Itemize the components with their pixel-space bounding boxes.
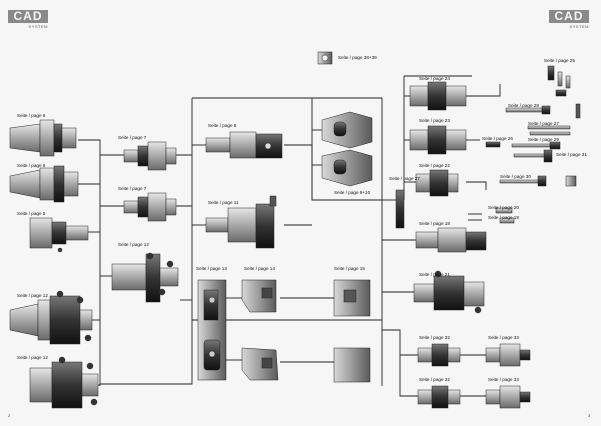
- label-page28: Seite / page 28: [508, 103, 539, 108]
- holder-page18: [415, 227, 487, 253]
- label-page20: Seite / page 20: [488, 205, 519, 210]
- block-page15b: [333, 347, 371, 383]
- label-page33b: Seite / page 33: [488, 377, 519, 382]
- label-page32a: Seite / page 32: [419, 335, 450, 340]
- boring-bars-far-right: [485, 65, 581, 224]
- label-page25: Seite / page 25: [544, 58, 575, 63]
- taper-holder-page6a: [9, 119, 77, 157]
- boring-head-page11: [205, 195, 277, 249]
- label-page14: Seite / page 14: [244, 266, 275, 271]
- label-page15: Seite / page 15: [334, 266, 365, 271]
- label-page27b: Seite / page 27: [528, 121, 559, 126]
- logo-left-mark: CAD: [8, 10, 48, 23]
- head-page9b: [321, 149, 373, 187]
- logo-right-sub: SYSTEM: [569, 24, 589, 29]
- label-page22: Seite / page 22: [419, 163, 450, 168]
- label-page38-39: Seite / page 38+39: [338, 55, 377, 60]
- label-page29: Seite / page 29: [528, 137, 559, 142]
- taper-holder-page6b: [9, 165, 79, 203]
- label-page6a: Seite / page 6: [17, 113, 46, 118]
- label-page19: Seite / page 19: [488, 215, 519, 220]
- page-number-right: 3: [588, 413, 591, 418]
- label-page5: Seite / page 5: [17, 211, 46, 216]
- label-page33a: Seite / page 33: [488, 335, 519, 340]
- label-page7b: Seite / page 7: [118, 186, 147, 191]
- holder-page21: [413, 270, 485, 314]
- label-page12c: Seite / page 12: [118, 242, 149, 247]
- hsk-holder-page12b: [29, 356, 99, 409]
- head-page9a: [321, 111, 373, 149]
- holder-page24: [409, 81, 467, 111]
- holder-page7a: [123, 141, 177, 171]
- hsk-holder-page5: [29, 217, 89, 253]
- logo-left-sub: SYSTEM: [28, 24, 48, 29]
- label-page12a: Seite / page 12: [17, 293, 48, 298]
- label-page24: Seite / page 24: [419, 76, 450, 81]
- logo-right-mark: CAD: [549, 10, 589, 23]
- adapter-page8: [205, 131, 283, 159]
- label-page27a: Seite / page 27: [389, 176, 420, 181]
- label-page9-10: Seite / page 9+10: [334, 190, 371, 195]
- bar-page27a: [395, 189, 405, 229]
- holder-page22: [415, 169, 459, 197]
- label-page30: Seite / page 30: [500, 174, 531, 179]
- chuck-page33b: [485, 385, 531, 409]
- label-page21: Seite / page 21: [419, 272, 450, 277]
- taper-holder-page12a: [9, 290, 93, 345]
- label-page6b: Seite / page 6: [17, 163, 46, 168]
- chuck-page33a: [485, 343, 531, 367]
- block-page15a: [333, 279, 371, 317]
- page-number-left: 2: [8, 413, 11, 418]
- label-page12b: Seite / page 12: [17, 355, 48, 360]
- label-page8: Seite / page 8: [208, 123, 237, 128]
- clamp-block-page13: [197, 279, 227, 381]
- holder-page12c: [111, 252, 179, 303]
- logo-left: CAD SYSTEM: [8, 10, 48, 30]
- label-page23: Seite / page 23: [419, 118, 450, 123]
- label-page18: Seite / page 18: [419, 221, 450, 226]
- cartridge-page14a: [241, 279, 277, 313]
- label-page32b: Seite / page 32: [419, 377, 450, 382]
- label-page11: Seite / page 11: [208, 200, 239, 205]
- label-page13: Seite / page 13: [196, 266, 227, 271]
- holder-page7b: [123, 192, 177, 222]
- collet-page32a: [417, 343, 461, 367]
- collet-page32b: [417, 385, 461, 409]
- connector-lines: [78, 75, 501, 397]
- label-page31: Seite / page 31: [556, 152, 587, 157]
- holder-page23: [409, 125, 467, 155]
- label-page7a: Seite / page 7: [118, 135, 147, 140]
- insert-icon-page38: [317, 51, 333, 65]
- logo-right: CAD SYSTEM: [549, 10, 589, 30]
- cartridge-page14b: [241, 347, 279, 381]
- label-page26: Seite / page 26: [482, 136, 513, 141]
